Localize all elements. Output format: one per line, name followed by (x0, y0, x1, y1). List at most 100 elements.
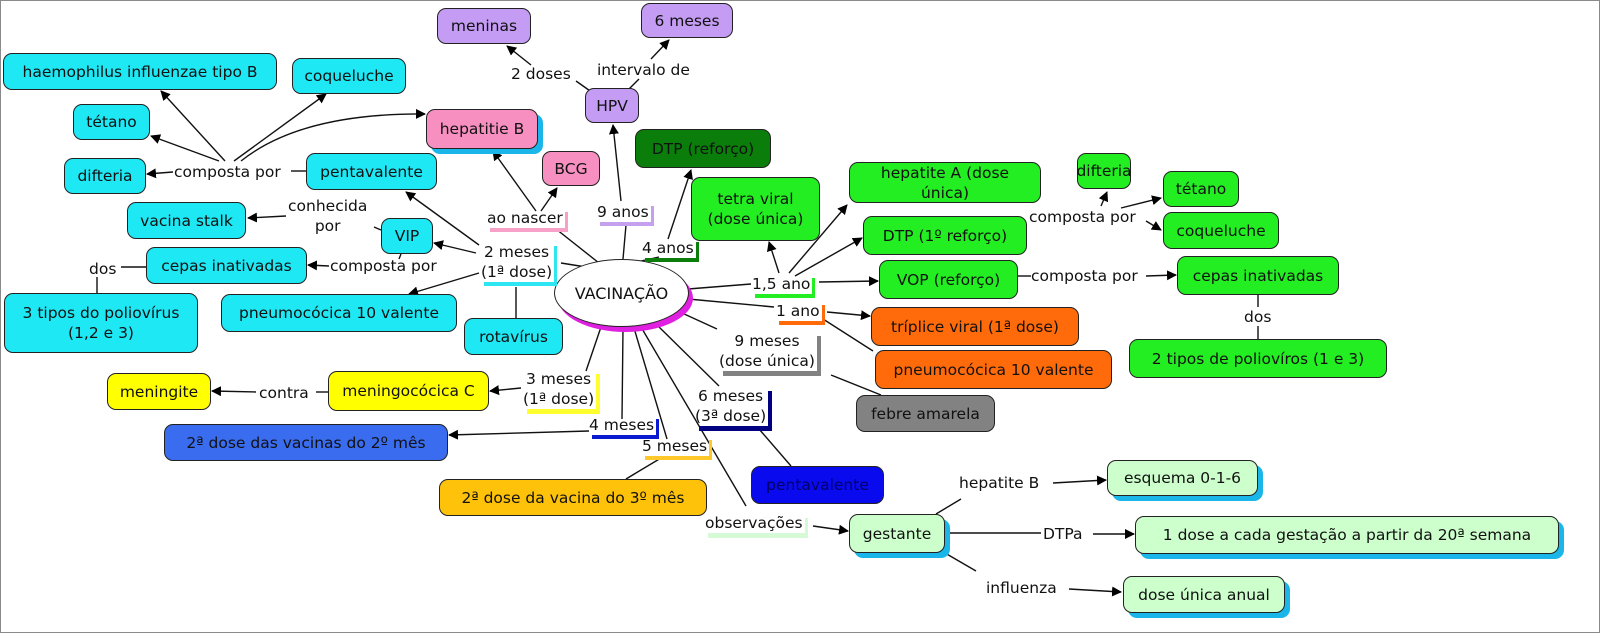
edge (681, 312, 718, 330)
edge (622, 224, 627, 260)
edge (540, 187, 558, 212)
concept-pentavalente-navy[interactable]: pentavalente (751, 466, 884, 504)
concept-2-tipos-poliovirus[interactable]: 2 tipos de poliovíros (1 e 3) (1129, 339, 1387, 378)
concept-gestante[interactable]: gestante (849, 514, 945, 553)
concept-1-dose-gestacao[interactable]: 1 dose a cada gestação a partir da 20ª s… (1135, 516, 1559, 554)
edge (585, 326, 602, 372)
concept-tetano[interactable]: tétano (73, 104, 150, 140)
edge (687, 283, 752, 290)
concept-2a-dose-2o-mes[interactable]: 2ª dose das vacinas do 2º mês (164, 424, 448, 461)
link-hepatite-b: hepatite B (959, 474, 1040, 492)
concept-meningococica-c[interactable]: meningocócica C (328, 371, 489, 411)
edge (489, 385, 522, 396)
edge (794, 237, 863, 277)
concept-3-tipos-poliovirus[interactable]: 3 tipos do poliovírus (1,2 e 3) (4, 293, 198, 353)
concept-hepatitie-b[interactable]: hepatitie B (426, 109, 538, 149)
edge (944, 552, 977, 572)
edge (935, 498, 962, 515)
concept-6-meses[interactable]: 6 meses (641, 3, 733, 38)
edge (818, 276, 879, 287)
concept-bcg[interactable]: BCG (542, 151, 600, 186)
edge (1145, 220, 1162, 231)
edge (822, 318, 874, 352)
link-dos-left: dos (89, 260, 117, 278)
edge (1052, 475, 1107, 486)
link-9-meses: 9 meses (dose única) (719, 332, 815, 370)
link-4-anos: 4 anos (642, 239, 694, 257)
edge (758, 428, 792, 467)
concept-triplice-viral[interactable]: tríplice viral (1ª dose) (871, 307, 1079, 346)
edge (1068, 586, 1122, 597)
edge (555, 228, 600, 264)
concept-meningite[interactable]: meningite (107, 373, 211, 410)
link-composta-por-vip: composta por (330, 257, 437, 275)
concept-coqueluche[interactable]: coqueluche (292, 58, 406, 94)
concept-dose-unica-anual[interactable]: dose única anual (1123, 576, 1285, 613)
edge (1120, 195, 1162, 209)
edge (146, 168, 174, 179)
edge (160, 90, 226, 162)
link-influenza: influenza (986, 579, 1057, 597)
link-2-doses: 2 doses (511, 65, 571, 83)
concept-dtp-reforco[interactable]: DTP (reforço) (635, 129, 771, 168)
link-composta-por-dtp: composta por (1029, 208, 1136, 226)
edge (812, 524, 849, 535)
link-observacoes: observações (705, 514, 803, 532)
link-9-anos: 9 anos (597, 203, 649, 221)
edge (767, 241, 780, 274)
link-composta-por-pentavalente: composta por (174, 163, 281, 181)
link-1-5-ano: 1,5 ano (752, 275, 811, 293)
edge (826, 310, 871, 321)
concept-hepatite-a[interactable]: hepatite A (dose única) (849, 162, 1041, 203)
edge (1098, 191, 1109, 207)
concept-tetra-viral[interactable]: tetra viral (dose única) (691, 177, 820, 241)
concept-vip[interactable]: VIP (381, 218, 433, 254)
edge (240, 108, 426, 162)
edge (398, 253, 402, 260)
link-composta-por-vop: composta por (1031, 267, 1138, 285)
concept-pneumococica-10[interactable]: pneumocócica 10 valente (221, 294, 457, 332)
concept-cepas-inativadas[interactable]: cepas inativadas (146, 247, 307, 284)
edge (448, 429, 590, 440)
concept-difteria-right[interactable]: difteria (1076, 153, 1132, 189)
concept-2a-dose-3o-mes[interactable]: 2ª dose da vacina do 3º mês (439, 479, 707, 516)
concept-pneumococica-orange[interactable]: pneumocócica 10 valente (875, 350, 1112, 389)
concept-difteria[interactable]: difteria (64, 158, 146, 194)
concept-vacina-stalk[interactable]: vacina stalk (127, 202, 246, 239)
concept-cepas-inativadas-right[interactable]: cepas inativadas (1177, 256, 1339, 295)
concept-meninas[interactable]: meninas (437, 8, 531, 44)
edge (788, 204, 848, 274)
concept-febre-amarela[interactable]: febre amarela (856, 395, 995, 432)
link-3-meses: 3 meses (1ª dose) (523, 370, 595, 408)
central-concept-vacinacao[interactable]: VACINAÇÃO (554, 259, 689, 327)
edge (307, 260, 330, 271)
concept-vop-reforco[interactable]: VOP (reforço) (879, 260, 1018, 299)
edge (373, 226, 382, 231)
concept-haemophilus[interactable]: haemophilus influenzae tipo B (3, 53, 277, 90)
edge (625, 457, 662, 480)
edge (650, 39, 670, 60)
concept-pentavalente[interactable]: pentavalente (306, 153, 437, 190)
edge (628, 78, 640, 90)
edge (150, 134, 220, 162)
edge (433, 240, 477, 254)
concept-hpv[interactable]: HPV (585, 88, 639, 123)
link-conhecida-por: conhecida por (288, 197, 368, 235)
edge (640, 326, 747, 507)
link-ao-nascer: ao nascer (487, 209, 563, 227)
edge (506, 45, 532, 66)
concept-esquema-0-1-6[interactable]: esquema 0-1-6 (1107, 460, 1258, 496)
link-contra: contra (259, 384, 309, 402)
link-1-ano: 1 ano (776, 302, 820, 320)
concept-coqueluche-right[interactable]: coqueluche (1163, 212, 1279, 249)
edge (633, 327, 668, 440)
concept-dtp-1-reforco[interactable]: DTP (1º reforço) (863, 216, 1027, 255)
concept-tetano-right[interactable]: tétano (1163, 171, 1239, 207)
edge (655, 323, 720, 387)
edge (247, 212, 287, 223)
edge (667, 169, 693, 240)
concept-rotavirus[interactable]: rotavírus (464, 318, 563, 355)
link-dtpa: DTPa (1043, 525, 1083, 543)
